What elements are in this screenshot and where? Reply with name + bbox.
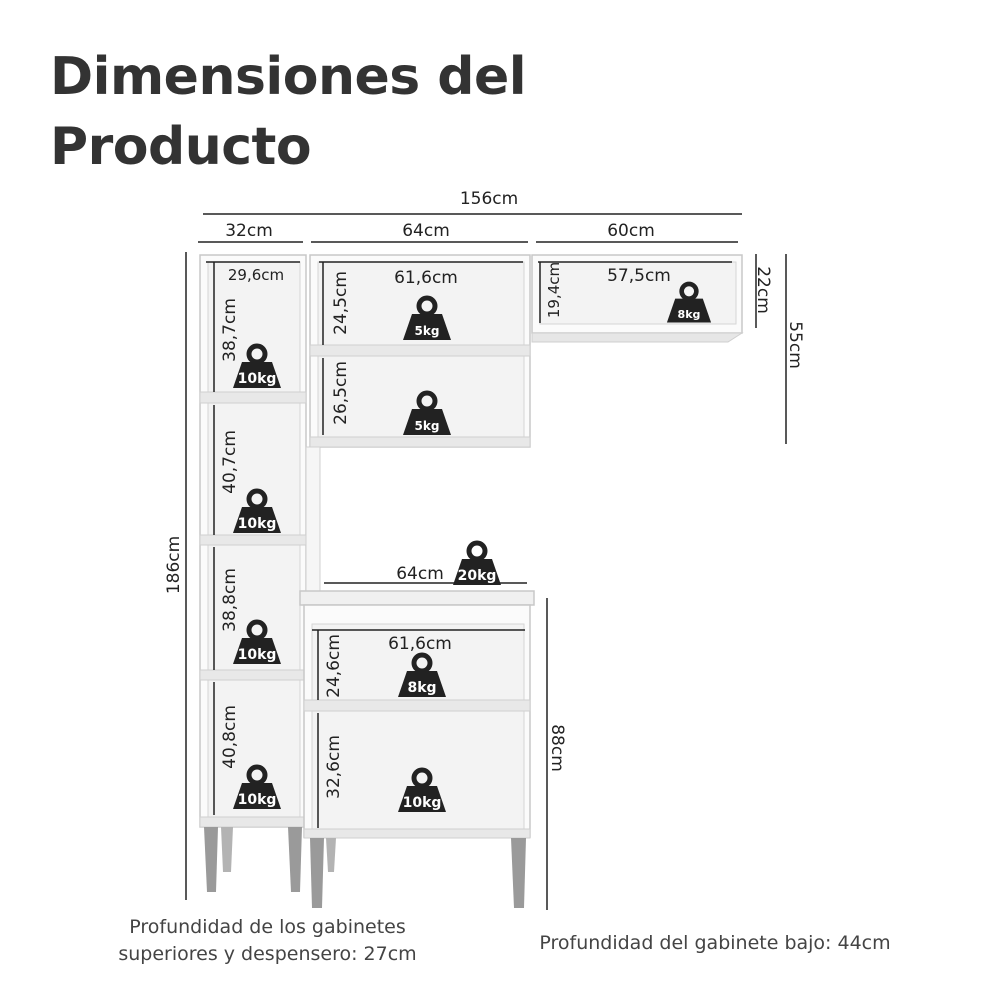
dimension-lines xyxy=(185,213,787,910)
dim-corner-width: 60cm xyxy=(607,221,655,241)
weight-upper-top: 5kg xyxy=(415,324,440,338)
dim-pantry-inner-width: 29,6cm xyxy=(228,266,284,284)
weight-upper-bottom: 5kg xyxy=(415,419,440,433)
pantry-cabinet xyxy=(199,254,307,892)
weight-icon: 10kg xyxy=(233,491,281,533)
dim-pantry-shelf-3: 38,8cm xyxy=(220,568,240,632)
dim-upper-height: 55cm xyxy=(785,321,805,369)
weight-icon: 20kg xyxy=(453,543,501,585)
dim-base-top-width: 64cm xyxy=(396,564,444,584)
weight-corner: 8kg xyxy=(678,308,701,321)
page-title: Dimensiones del Producto xyxy=(50,42,527,182)
dim-base-shelf-top: 24,6cm xyxy=(324,634,344,698)
dim-pantry-shelf-4: 40,8cm xyxy=(220,705,240,769)
dim-pantry-shelf-1: 38,7cm xyxy=(220,298,240,362)
weight-pantry-3: 10kg xyxy=(238,647,277,663)
dim-corner-height: 22cm xyxy=(753,266,773,314)
base-depth-note: Profundidad del gabinete bajo: 44cm xyxy=(539,932,891,954)
upper-depth-line-1: Profundidad de los gabinetes xyxy=(129,916,406,938)
dim-base-height: 88cm xyxy=(547,724,567,772)
weight-pantry-1: 10kg xyxy=(238,371,277,387)
weight-base-top: 8kg xyxy=(407,680,436,696)
dim-corner-inner-height: 19,4cm xyxy=(545,262,563,318)
dim-upper-width: 64cm xyxy=(402,221,450,241)
dim-pantry-shelf-2: 40,7cm xyxy=(220,430,240,494)
weight-icon: 10kg xyxy=(398,770,446,812)
weight-icon: 5kg xyxy=(403,393,451,435)
weight-icon: 10kg xyxy=(233,622,281,664)
title-line-2: Producto xyxy=(50,117,312,177)
weight-icon: 10kg xyxy=(233,346,281,388)
weight-countertop: 20kg xyxy=(458,568,497,584)
weight-icon: 8kg xyxy=(667,284,711,323)
dim-total-height: 186cm xyxy=(164,536,184,594)
dim-corner-inner-width: 57,5cm xyxy=(607,266,671,286)
weight-icon: 10kg xyxy=(233,767,281,809)
dim-pantry-width: 32cm xyxy=(225,221,273,241)
weight-base-bottom: 10kg xyxy=(403,795,442,811)
dim-total-width: 156cm xyxy=(460,189,518,209)
weight-icon: 8kg xyxy=(398,655,446,697)
dim-base-inner-width: 61,6cm xyxy=(388,634,452,654)
side-panel xyxy=(305,446,321,598)
dim-upper-shelf-bottom: 26,5cm xyxy=(331,361,351,425)
weight-pantry-4: 10kg xyxy=(238,792,277,808)
upper-depth-line-2: superiores y despensero: 27cm xyxy=(118,943,417,965)
upper-depth-note: Profundidad de los gabinetes superiores … xyxy=(90,914,445,968)
weight-pantry-2: 10kg xyxy=(238,516,277,532)
title-line-1: Dimensiones del xyxy=(50,47,527,107)
dim-upper-shelf-top: 24,5cm xyxy=(331,271,351,335)
dim-upper-inner-width: 61,6cm xyxy=(394,268,458,288)
dim-base-shelf-bottom: 32,6cm xyxy=(324,735,344,799)
weight-icon: 5kg xyxy=(403,298,451,340)
